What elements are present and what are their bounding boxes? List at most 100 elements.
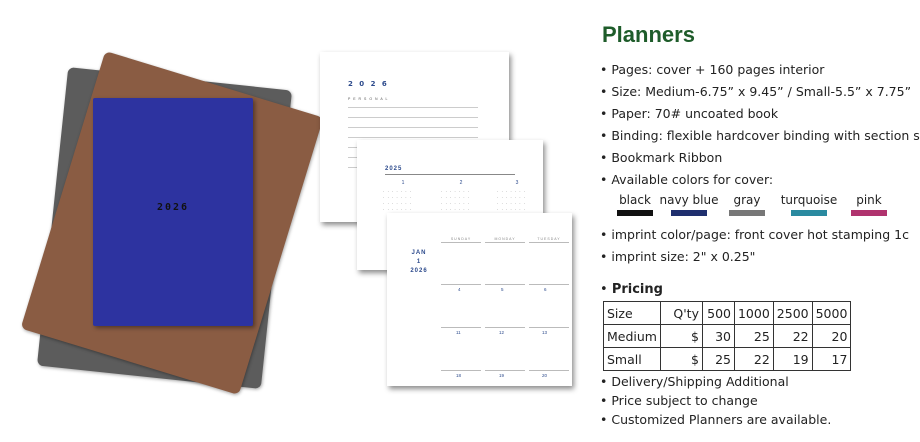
column-header: 2500 xyxy=(772,301,813,325)
ruled-line xyxy=(441,242,481,243)
size-cell: Small xyxy=(603,347,661,371)
notes-list: Delivery/Shipping Additional Price subje… xyxy=(600,374,831,431)
color-swatch-black: black xyxy=(612,193,658,216)
feature-item: Binding: flexible hardcover binding with… xyxy=(600,128,920,150)
price-cell: 22 xyxy=(772,324,813,348)
feature-item: Paper: 70# uncoated book xyxy=(600,106,920,128)
color-bar xyxy=(791,210,827,216)
cover-color-swatches: black navy blue gray turquoise pink xyxy=(612,193,894,216)
day-number: 20 xyxy=(542,373,548,378)
date-month: JAN xyxy=(411,250,427,256)
interior-page-weekly: JAN 1 2026 SUNDAY MONDAY TUESDAY 4 5 6 1… xyxy=(387,213,572,386)
color-bar xyxy=(851,210,887,216)
date-year: 2026 xyxy=(410,268,428,274)
table-row: Medium $ 30 25 22 20 xyxy=(603,324,852,348)
ruled-line xyxy=(441,370,481,371)
ruled-line xyxy=(348,127,478,128)
color-swatch-navy-blue: navy blue xyxy=(658,193,720,216)
date-day: 1 xyxy=(416,259,422,265)
color-swatch-gray: gray xyxy=(720,193,774,216)
page-label: P E R S O N A L xyxy=(348,97,389,101)
month-grid: · · · · · · ·· · · · · · ·· · · · · · ··… xyxy=(441,189,470,212)
price-cell: 20 xyxy=(811,324,852,348)
ruled-line xyxy=(485,370,525,371)
day-number: 11 xyxy=(456,330,461,335)
color-bar xyxy=(671,210,707,216)
pricing-table: Size Q'ty 500 1000 2500 5000 Medium $ 30… xyxy=(603,301,852,371)
day-number: 13 xyxy=(542,330,548,335)
price-cell: 19 xyxy=(772,347,813,371)
color-name: gray xyxy=(733,193,761,207)
month-grid: · · · · · · ·· · · · · · ·· · · · · · ··… xyxy=(383,189,412,212)
month-block: 3 · · · · · · ·· · · · · · ·· · · · · · … xyxy=(497,180,537,213)
day-header: MONDAY xyxy=(494,237,516,241)
ruled-line xyxy=(348,107,478,108)
ruled-line xyxy=(441,284,481,285)
ruled-line xyxy=(485,327,525,328)
price-cell: 30 xyxy=(701,324,735,348)
column-header: 1000 xyxy=(733,301,774,325)
day-header: TUESDAY xyxy=(537,237,561,241)
feature-item: Pages: cover + 160 pages interior xyxy=(600,62,920,84)
column-header: 5000 xyxy=(811,301,852,325)
day-number: 5 xyxy=(501,287,504,292)
imprint-item: imprint size: 2" x 0.25" xyxy=(600,249,909,271)
price-cell: 17 xyxy=(811,347,852,371)
ruled-line xyxy=(348,137,478,138)
ruled-line xyxy=(529,242,569,243)
ruled-line xyxy=(385,174,515,175)
currency-cell: $ xyxy=(659,347,703,371)
note-item: Delivery/Shipping Additional xyxy=(600,374,831,393)
page-date: JAN 1 2026 xyxy=(407,249,431,276)
color-swatch-turquoise: turquoise xyxy=(774,193,844,216)
price-cell: 22 xyxy=(733,347,774,371)
pricing-heading: Pricing xyxy=(600,282,663,297)
imprint-list: imprint color/page: front cover hot stam… xyxy=(600,227,909,271)
month-number: 1 xyxy=(401,180,405,186)
ruled-line xyxy=(441,327,481,328)
page-title: Planners xyxy=(602,22,695,47)
color-name: black xyxy=(619,193,651,207)
ruled-line xyxy=(485,242,525,243)
size-cell: Medium xyxy=(603,324,661,348)
color-name: pink xyxy=(856,193,882,207)
table-header-row: Size Q'ty 500 1000 2500 5000 xyxy=(603,301,852,325)
color-name: turquoise xyxy=(780,193,838,207)
page-year: 2 0 2 6 xyxy=(348,80,389,88)
column-header: 500 xyxy=(701,301,735,325)
month-grid: · · · · · · ·· · · · · · ·· · · · · · ··… xyxy=(497,189,526,212)
page-year: 2025 xyxy=(385,166,403,172)
column-header: Size xyxy=(603,301,661,325)
note-item: Price subject to change xyxy=(600,393,831,412)
color-bar xyxy=(617,210,653,216)
month-number: 3 xyxy=(515,180,519,186)
color-name: navy blue xyxy=(659,193,719,207)
day-number: 6 xyxy=(544,287,547,292)
price-cell: 25 xyxy=(733,324,774,348)
day-number: 18 xyxy=(456,373,462,378)
cover-year: 2026 xyxy=(156,202,190,213)
ruled-line xyxy=(529,284,569,285)
day-number: 4 xyxy=(458,287,461,292)
day-number: 19 xyxy=(499,373,505,378)
color-swatch-pink: pink xyxy=(844,193,894,216)
feature-list: Pages: cover + 160 pages interior Size: … xyxy=(600,62,920,194)
ruled-line xyxy=(485,284,525,285)
blue-planner-cover: 2026 xyxy=(93,98,253,326)
day-number: 12 xyxy=(499,330,505,335)
color-bar xyxy=(729,210,765,216)
ruled-line xyxy=(529,370,569,371)
feature-item: Size: Medium-6.75” x 9.45” / Small-5.5” … xyxy=(600,84,920,106)
feature-item: Available colors for cover: xyxy=(600,172,920,194)
currency-cell: $ xyxy=(659,324,703,348)
imprint-item: imprint color/page: front cover hot stam… xyxy=(600,227,909,249)
note-item: Customized Planners are available. xyxy=(600,412,831,431)
ruled-line xyxy=(529,327,569,328)
table-row: Small $ 25 22 19 17 xyxy=(603,347,852,371)
price-cell: 25 xyxy=(701,347,735,371)
ruled-line xyxy=(348,117,478,118)
month-block: 2 · · · · · · ·· · · · · · ·· · · · · · … xyxy=(441,180,481,213)
month-number: 2 xyxy=(459,180,463,186)
day-header: SUNDAY xyxy=(450,237,472,241)
column-header: Q'ty xyxy=(659,301,703,325)
